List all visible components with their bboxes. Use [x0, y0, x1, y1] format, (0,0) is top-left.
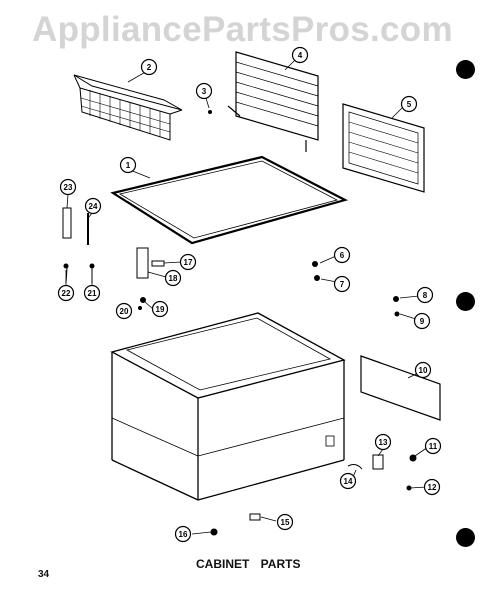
- back-panel: [360, 355, 441, 421]
- svg-text:7: 7: [340, 280, 345, 289]
- svg-text:23: 23: [64, 183, 73, 192]
- svg-text:22: 22: [62, 289, 71, 298]
- wire-basket: [73, 74, 183, 141]
- svg-text:20: 20: [120, 307, 129, 316]
- callout-23: 23: [59, 178, 77, 196]
- binder-hole-top: [456, 60, 475, 79]
- svg-text:13: 13: [379, 438, 388, 447]
- svg-text:17: 17: [184, 258, 193, 267]
- callout-14: 14: [339, 472, 357, 490]
- svg-text:19: 19: [156, 305, 165, 314]
- callout-11: 11: [424, 437, 442, 455]
- svg-text:14: 14: [344, 477, 353, 486]
- callout-leaders: [65, 58, 429, 535]
- screws-8-9: [393, 296, 400, 317]
- svg-text:1: 1: [126, 161, 131, 170]
- svg-text:10: 10: [419, 366, 428, 375]
- callout-21: 21: [83, 284, 101, 302]
- svg-text:5: 5: [407, 100, 412, 109]
- cabinet-body: [110, 312, 346, 501]
- callout-8: 8: [416, 286, 434, 304]
- svg-text:4: 4: [298, 51, 303, 60]
- svg-text:8: 8: [423, 291, 428, 300]
- svg-text:12: 12: [428, 483, 437, 492]
- callout-10: 10: [414, 361, 432, 379]
- svg-text:16: 16: [179, 530, 188, 539]
- svg-text:9: 9: [420, 317, 425, 326]
- callout-16: 16: [174, 525, 192, 543]
- binder-hole-middle: [456, 292, 475, 311]
- screw-part-3: [208, 110, 212, 114]
- svg-text:6: 6: [340, 251, 345, 260]
- watermark-text: AppliancePartsPros.com: [32, 10, 453, 49]
- svg-text:11: 11: [429, 442, 438, 451]
- svg-text:21: 21: [88, 289, 97, 298]
- svg-text:24: 24: [89, 202, 98, 211]
- callout-2: 2: [140, 58, 158, 76]
- callout-9: 9: [413, 312, 431, 330]
- svg-text:18: 18: [169, 274, 178, 283]
- callout-20: 20: [115, 302, 133, 320]
- svg-text:3: 3: [202, 87, 207, 96]
- callout-1: 1: [119, 156, 137, 174]
- callout-7: 7: [333, 275, 351, 293]
- callout-5: 5: [400, 95, 418, 113]
- callout-12: 12: [423, 478, 441, 496]
- page-number: 34: [38, 569, 50, 580]
- lid-gasket: [110, 155, 348, 245]
- liner-panel: [342, 103, 425, 193]
- callout-4: 4: [291, 46, 309, 64]
- binder-hole-bottom: [456, 528, 475, 547]
- control-bracket: [136, 247, 165, 310]
- callout-17: 17: [179, 253, 197, 271]
- screws-6-7: [312, 261, 320, 281]
- callout-13: 13: [374, 433, 392, 451]
- svg-text:15: 15: [281, 518, 290, 527]
- diagram-caption: CABINET PARTS: [196, 557, 301, 571]
- callout-24: 24: [84, 197, 102, 215]
- callout-6: 6: [333, 246, 351, 264]
- callout-15: 15: [276, 513, 294, 531]
- callout-3: 3: [195, 82, 213, 100]
- callout-22: 22: [57, 284, 75, 302]
- callout-18: 18: [164, 269, 182, 287]
- evaporator-panel: [227, 51, 319, 152]
- svg-text:2: 2: [147, 63, 152, 72]
- callout-19: 19: [151, 300, 169, 318]
